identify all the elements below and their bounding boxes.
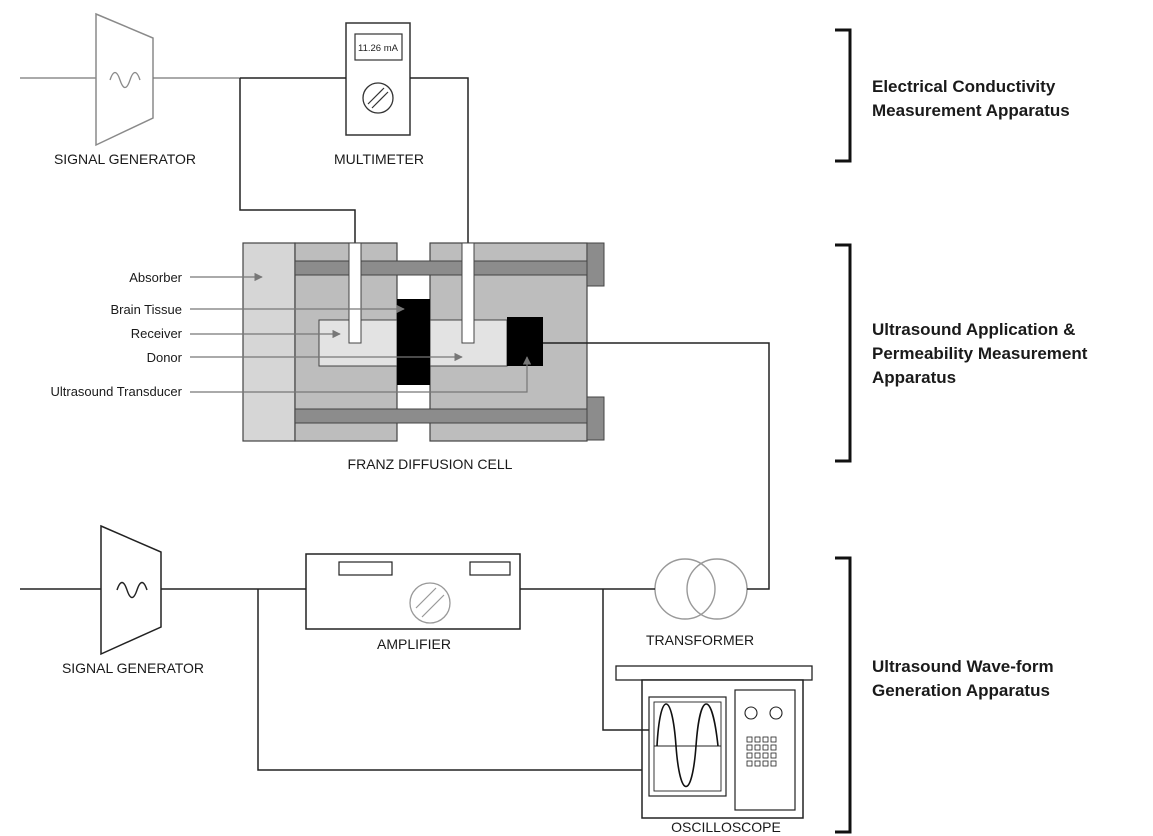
multimeter-display — [354, 33, 403, 61]
transformer-coil-right — [686, 558, 748, 620]
control-button — [746, 736, 753, 743]
control-button — [770, 760, 777, 767]
control-button — [762, 744, 769, 751]
absorber-label: Absorber — [129, 270, 182, 285]
conductivity-wires — [239, 77, 469, 248]
donor-label: Donor — [147, 350, 183, 365]
electrode-right — [461, 242, 475, 344]
brain-tissue — [397, 299, 430, 385]
ultrasound-transducer — [507, 317, 543, 366]
section-electrical: Electrical Conductivity Measurement Appa… — [835, 28, 1070, 163]
control-button — [770, 744, 777, 751]
waveform-wires — [161, 342, 770, 771]
amplifier-knob-icon — [409, 582, 451, 624]
control-button — [754, 744, 761, 751]
bottom-clamp-rod — [294, 408, 588, 424]
signal-generator-bottom-body — [100, 524, 162, 656]
signal-generator-top-body — [95, 12, 154, 147]
absorber-block — [242, 242, 296, 442]
section-ultrasound-app-line1: Ultrasound Application & — [872, 320, 1075, 339]
bracket — [835, 28, 852, 163]
section-ultrasound-app-line3: Apparatus — [872, 368, 956, 387]
amplifier-slot-left — [338, 561, 393, 576]
amplifier-slot-right — [469, 561, 511, 576]
knob-icon — [769, 706, 783, 720]
oscilloscope: OSCILLOSCOPE — [615, 665, 813, 835]
section-ultrasound-application: Ultrasound Application & Permeability Me… — [835, 243, 1088, 463]
bracket — [835, 556, 852, 834]
section-ultrasound-app-line2: Permeability Measurement — [872, 344, 1088, 363]
franz-diffusion-cell: FRANZ DIFFUSION CELL — [242, 242, 605, 472]
top-nut — [586, 242, 605, 287]
signal-generator-top: SIGNAL GENERATOR — [20, 12, 240, 167]
sine-wave-icon — [109, 71, 141, 89]
signal-generator-bottom-label: SIGNAL GENERATOR — [62, 660, 204, 676]
control-button — [762, 752, 769, 759]
control-button — [770, 752, 777, 759]
control-button — [746, 752, 753, 759]
control-button — [754, 736, 761, 743]
amplifier: AMPLIFIER — [305, 553, 521, 652]
section-electrical-line2: Measurement Apparatus — [872, 101, 1070, 120]
oscilloscope-label: OSCILLOSCOPE — [671, 819, 781, 835]
franz-cell-label: FRANZ DIFFUSION CELL — [348, 456, 513, 472]
ultrasound-transducer-label: Ultrasound Transducer — [50, 384, 182, 399]
oscilloscope-top — [615, 665, 813, 681]
waveform-icon — [656, 703, 719, 787]
transformer: TRANSFORMER — [646, 558, 754, 648]
section-waveform-line2: Generation Apparatus — [872, 681, 1050, 700]
bracket — [835, 243, 852, 463]
button-grid-icon — [746, 736, 777, 767]
multimeter-label: MULTIMETER — [334, 151, 424, 167]
control-button — [754, 752, 761, 759]
control-button — [762, 736, 769, 743]
control-button — [746, 744, 753, 751]
cell-part-labels: Absorber Brain Tissue Receiver Donor Ult… — [50, 270, 532, 399]
transformer-label: TRANSFORMER — [646, 632, 754, 648]
bottom-nut — [586, 396, 605, 441]
transformer-coil-left — [654, 558, 716, 620]
top-clamp-rod — [294, 260, 588, 276]
control-button — [746, 760, 753, 767]
brain-tissue-label: Brain Tissue — [110, 302, 182, 317]
knob-icon — [744, 706, 758, 720]
multimeter: 11.26 mA MULTIMETER — [334, 22, 424, 167]
signal-generator-bottom: SIGNAL GENERATOR — [20, 524, 204, 676]
receiver-label: Receiver — [131, 326, 183, 341]
multimeter-reading: 11.26 mA — [358, 43, 399, 54]
amplifier-label: AMPLIFIER — [377, 636, 451, 652]
section-waveform: Ultrasound Wave-form Generation Apparatu… — [835, 556, 1054, 834]
signal-generator-top-label: SIGNAL GENERATOR — [54, 151, 196, 167]
multimeter-dial-icon — [362, 82, 394, 114]
control-button — [762, 760, 769, 767]
control-button — [770, 736, 777, 743]
section-electrical-line1: Electrical Conductivity — [872, 77, 1056, 96]
section-waveform-line1: Ultrasound Wave-form — [872, 657, 1054, 676]
control-button — [754, 760, 761, 767]
electrode-left — [348, 242, 362, 344]
sine-wave-icon — [116, 581, 148, 599]
